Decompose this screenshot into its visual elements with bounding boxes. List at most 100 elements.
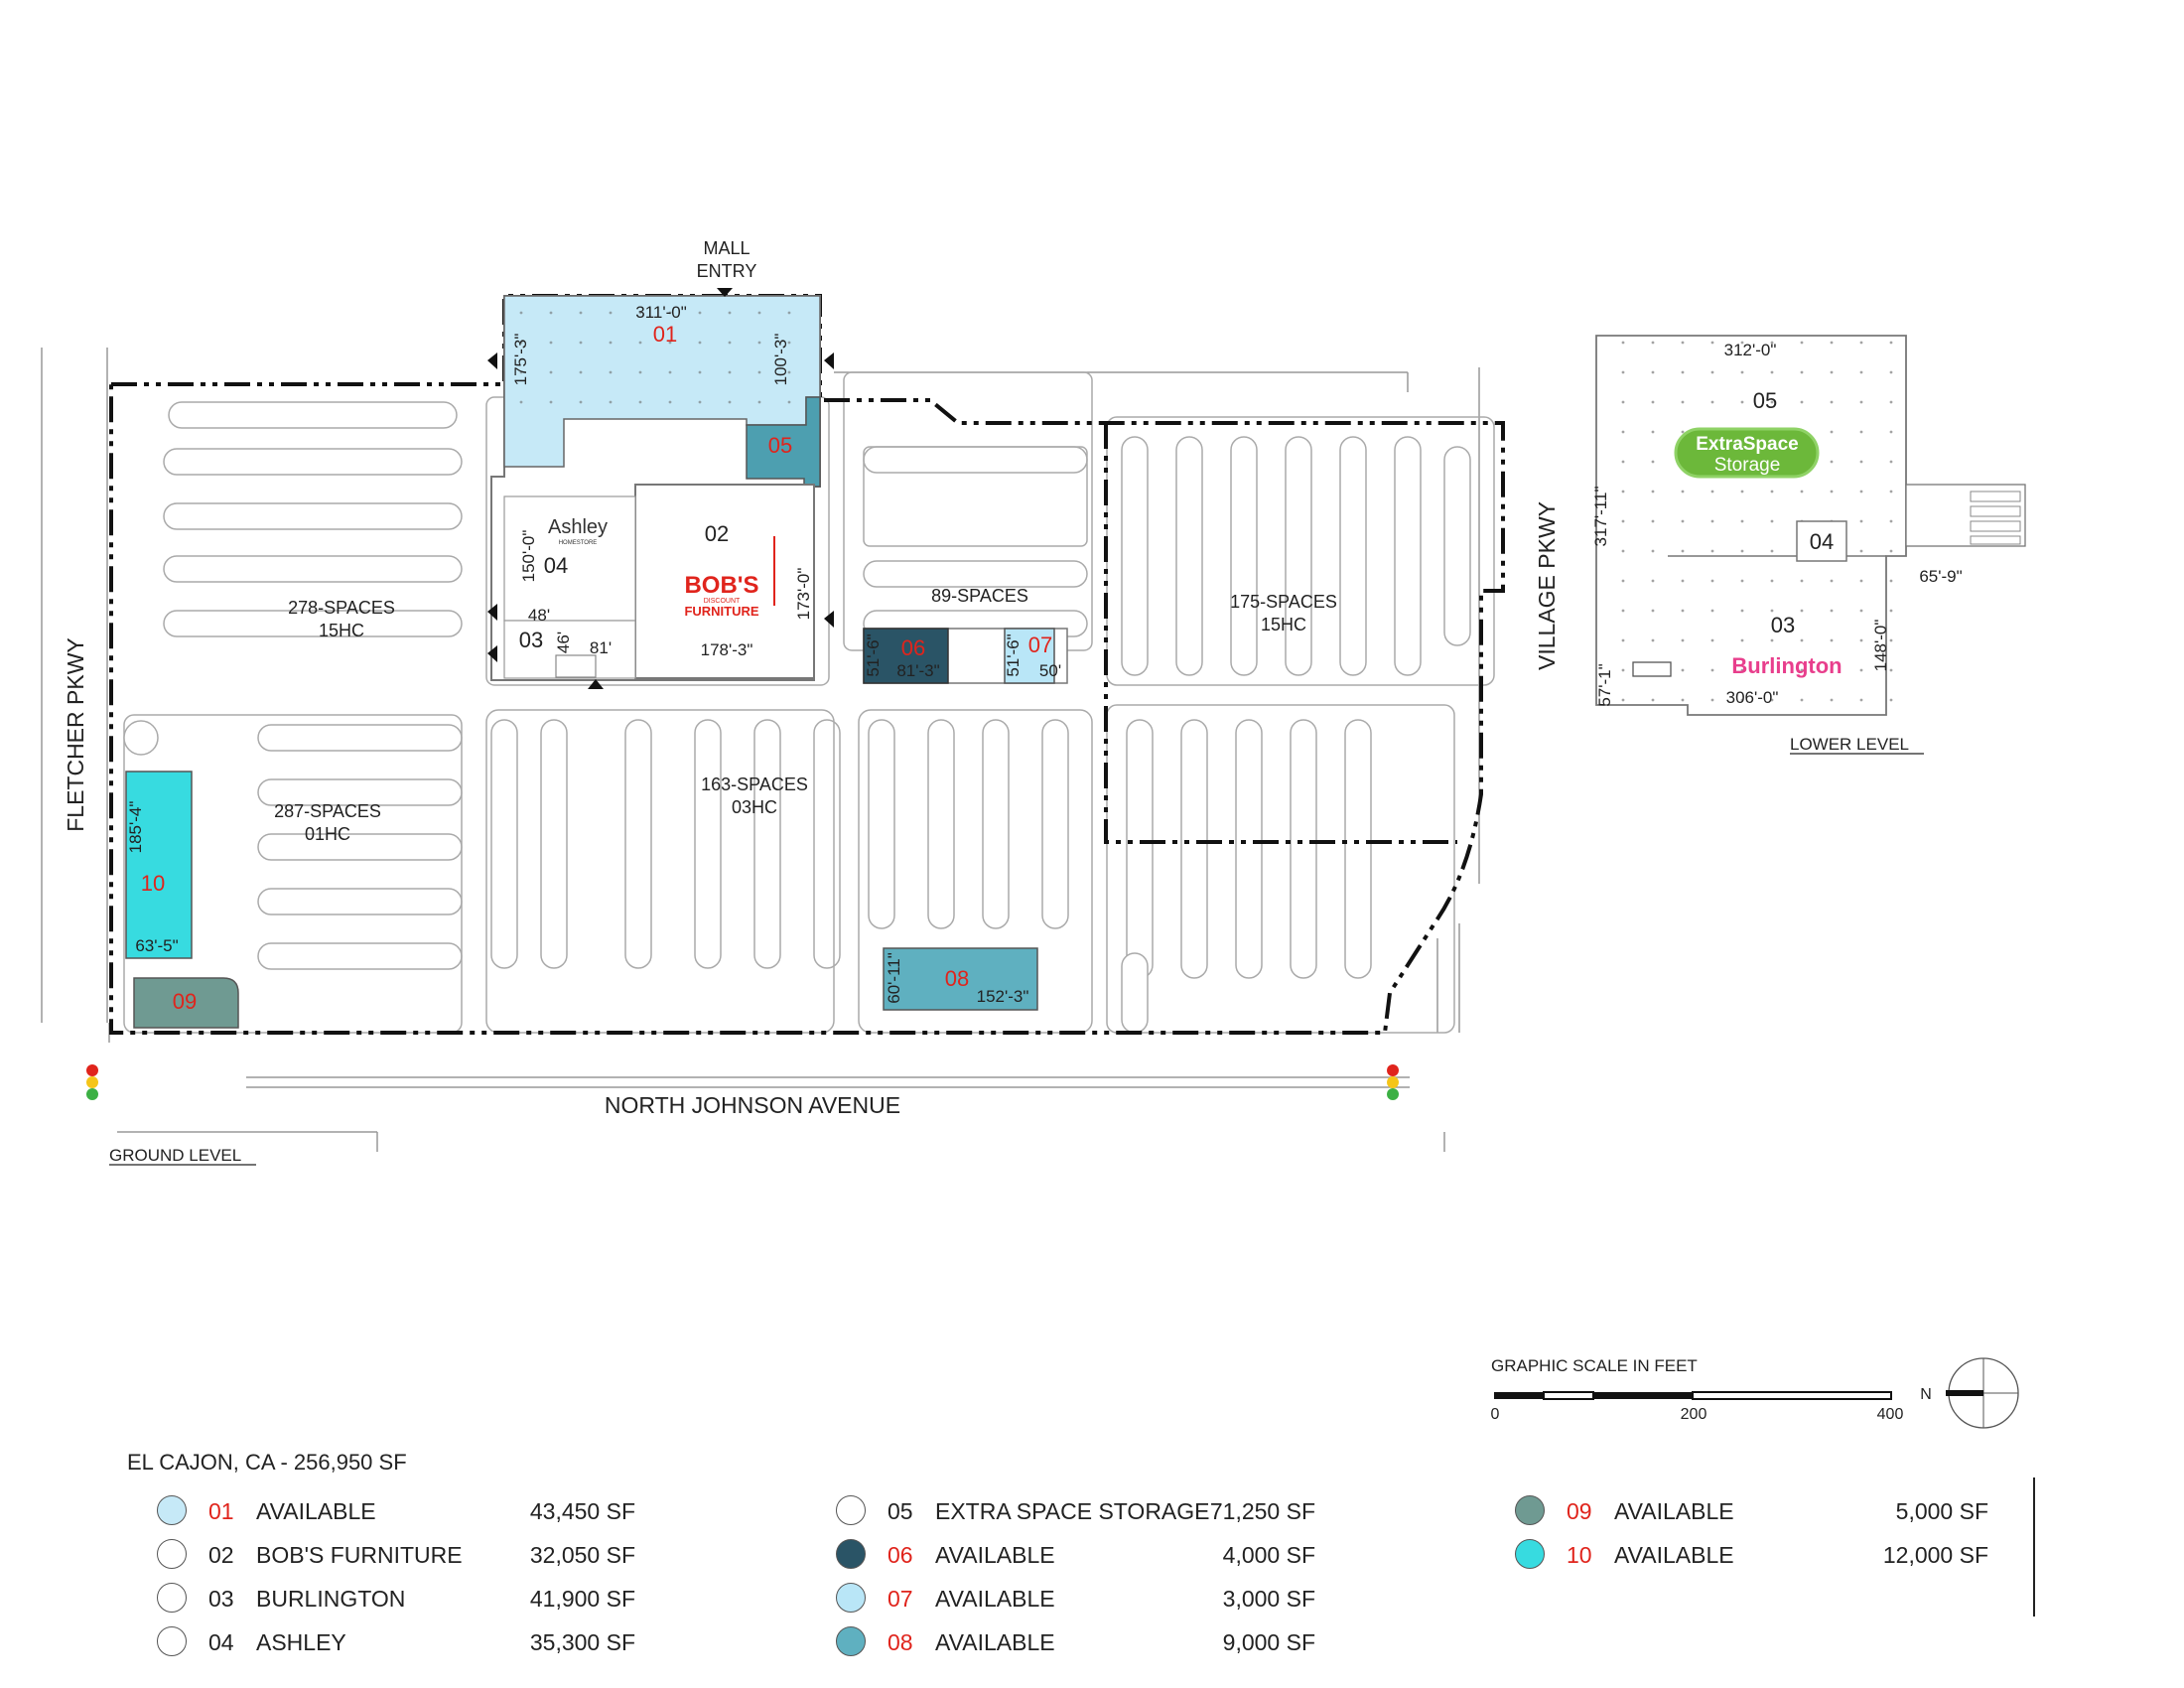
bobs-logo-text-2: DISCOUNT <box>704 598 741 605</box>
dim-03-bottom: 81' <box>590 638 612 657</box>
parking-labels: 278-SPACES 15HC 287-SPACES 01HC 163-SPAC… <box>274 586 1337 844</box>
unit-05-label: 05 <box>768 433 792 458</box>
parking-1-hc: 15HC <box>319 621 364 640</box>
dim-01-right: 100'-3" <box>771 334 790 386</box>
dim-03-height: 46' <box>554 632 573 653</box>
unit-01-label: 01 <box>653 322 677 347</box>
parking-4-count: 89-SPACES <box>931 586 1028 606</box>
legend-swatch <box>157 1495 187 1525</box>
parking-1-count: 278-SPACES <box>288 598 395 618</box>
extraspace-lot-boundary <box>1104 423 1457 844</box>
scale-tick-0: 0 <box>1491 1406 1500 1423</box>
dim-04-height: 150'-0" <box>519 530 538 583</box>
bobs-logo-text-1: BOB'S <box>684 572 758 599</box>
legend-unit-number: 04 <box>208 1629 234 1655</box>
legend-unit-number: 08 <box>887 1629 913 1655</box>
scale-tick-200: 200 <box>1681 1406 1707 1423</box>
dim-10-height: 185'-4" <box>126 801 145 854</box>
legend-swatch <box>157 1539 187 1569</box>
unit-05-space[interactable] <box>746 396 821 488</box>
scale-tick-400: 400 <box>1877 1406 1904 1423</box>
burlington-logo: Burlington <box>1731 653 1842 678</box>
dim-03-width: 48' <box>528 606 550 625</box>
legend-unit-sf: 43,450 SF <box>529 1498 635 1524</box>
legend-unit-status: AVAILABLE <box>1614 1542 1734 1568</box>
parking-aisles <box>163 401 1471 1034</box>
unit-10-label: 10 <box>141 871 165 896</box>
legend-unit-sf: 71,250 SF <box>1209 1498 1315 1524</box>
legend-unit-number: 07 <box>887 1586 913 1612</box>
legend-unit-number: 06 <box>887 1542 913 1568</box>
traffic-light-west <box>86 1064 98 1100</box>
dim-08-width: 152'-3" <box>977 987 1029 1006</box>
dim-07-height: 51'-6" <box>1004 633 1023 676</box>
legend-unit-sf: 4,000 SF <box>1222 1542 1315 1568</box>
scale-title: GRAPHIC SCALE IN FEET <box>1491 1356 1698 1375</box>
north-arrow-icon: N <box>1920 1357 2019 1429</box>
legend-swatch <box>836 1495 866 1525</box>
north-label: N <box>1920 1386 1932 1403</box>
legend-unit-status: AVAILABLE <box>935 1542 1055 1568</box>
legend-swatch <box>1515 1539 1545 1569</box>
burlington-logo-text: Burlington <box>1731 653 1842 678</box>
lower-unit-05-label: 05 <box>1753 388 1777 413</box>
unit-07-space[interactable] <box>1004 628 1055 684</box>
legend-unit-sf: 5,000 SF <box>1895 1498 1988 1524</box>
legend-unit-number: 05 <box>887 1498 913 1524</box>
lower-unit-04[interactable] <box>1796 520 1847 562</box>
legend-swatch <box>1515 1495 1545 1525</box>
unit-07-label: 07 <box>1028 633 1052 657</box>
legend-unit-status: AVAILABLE <box>1614 1498 1734 1524</box>
legend-unit-number: 01 <box>208 1498 234 1524</box>
lower-unit-03-label: 03 <box>1771 613 1795 637</box>
legend-unit-sf: 9,000 SF <box>1222 1629 1315 1655</box>
bobs-logo-text-3: FURNITURE <box>684 604 758 619</box>
dim-07-width: 50' <box>1039 661 1061 680</box>
legend-unit-status: AVAILABLE <box>935 1586 1055 1612</box>
legend-unit-sf: 12,000 SF <box>1882 1542 1988 1568</box>
mall-entry-line-1: MALL <box>703 238 750 258</box>
unit-04-label: 04 <box>544 553 568 578</box>
site-title: EL CAJON, CA - 256,950 SF <box>127 1450 407 1475</box>
roundabout <box>123 720 159 756</box>
legend-swatch <box>157 1583 187 1613</box>
unit-06-label: 06 <box>901 635 925 660</box>
legend-item-10: 10 AVAILABLE 12,000 SF <box>1515 1538 1988 1574</box>
legend-right-rule <box>2033 1477 2035 1617</box>
dim-06-width: 81'-3" <box>896 661 939 680</box>
unit-02-space[interactable] <box>634 484 815 679</box>
unit-10-space[interactable] <box>125 771 193 959</box>
legend-swatch <box>836 1539 866 1569</box>
dim-lower-03-left: 57'-1" <box>1595 663 1614 706</box>
unit-06-space[interactable] <box>863 628 949 684</box>
unit-08-label: 08 <box>945 966 969 991</box>
legend-unit-status: EXTRA SPACE STORAGE <box>935 1498 1210 1524</box>
dim-lower-05-width: 312'-0" <box>1724 341 1777 359</box>
legend-unit-sf: 35,300 SF <box>529 1629 635 1655</box>
unit-09-space[interactable] <box>133 977 239 1029</box>
mall-entry-line-2: ENTRY <box>697 261 757 281</box>
unit-03-label: 03 <box>519 628 543 652</box>
lower-unit-04-label: 04 <box>1810 529 1834 554</box>
entry-arrows <box>487 288 834 689</box>
ashley-logo: Ashley HOMESTORE <box>548 516 608 546</box>
unit-02-label: 02 <box>705 521 729 546</box>
legend-unit-number: 10 <box>1567 1542 1592 1568</box>
parking-2-hc: 01HC <box>305 824 350 844</box>
ashley-logo-text: Ashley <box>548 516 608 538</box>
legend-swatch <box>836 1626 866 1656</box>
parking-3-count: 163-SPACES <box>701 774 808 794</box>
property-boundary <box>109 294 1505 1035</box>
unit-04-space[interactable] <box>503 495 636 622</box>
street-fletcher-pkwy: FLETCHER PKWY <box>63 637 88 832</box>
graphic-scale: GRAPHIC SCALE IN FEET 0 200 400 <box>1491 1356 1904 1423</box>
legend-unit-number: 03 <box>208 1586 234 1612</box>
unit-08-space[interactable] <box>883 947 1038 1011</box>
dim-06-height: 51'-6" <box>864 633 883 676</box>
legend-unit-sf: 3,000 SF <box>1222 1586 1315 1612</box>
street-north-johnson: NORTH JOHNSON AVENUE <box>605 1092 900 1118</box>
